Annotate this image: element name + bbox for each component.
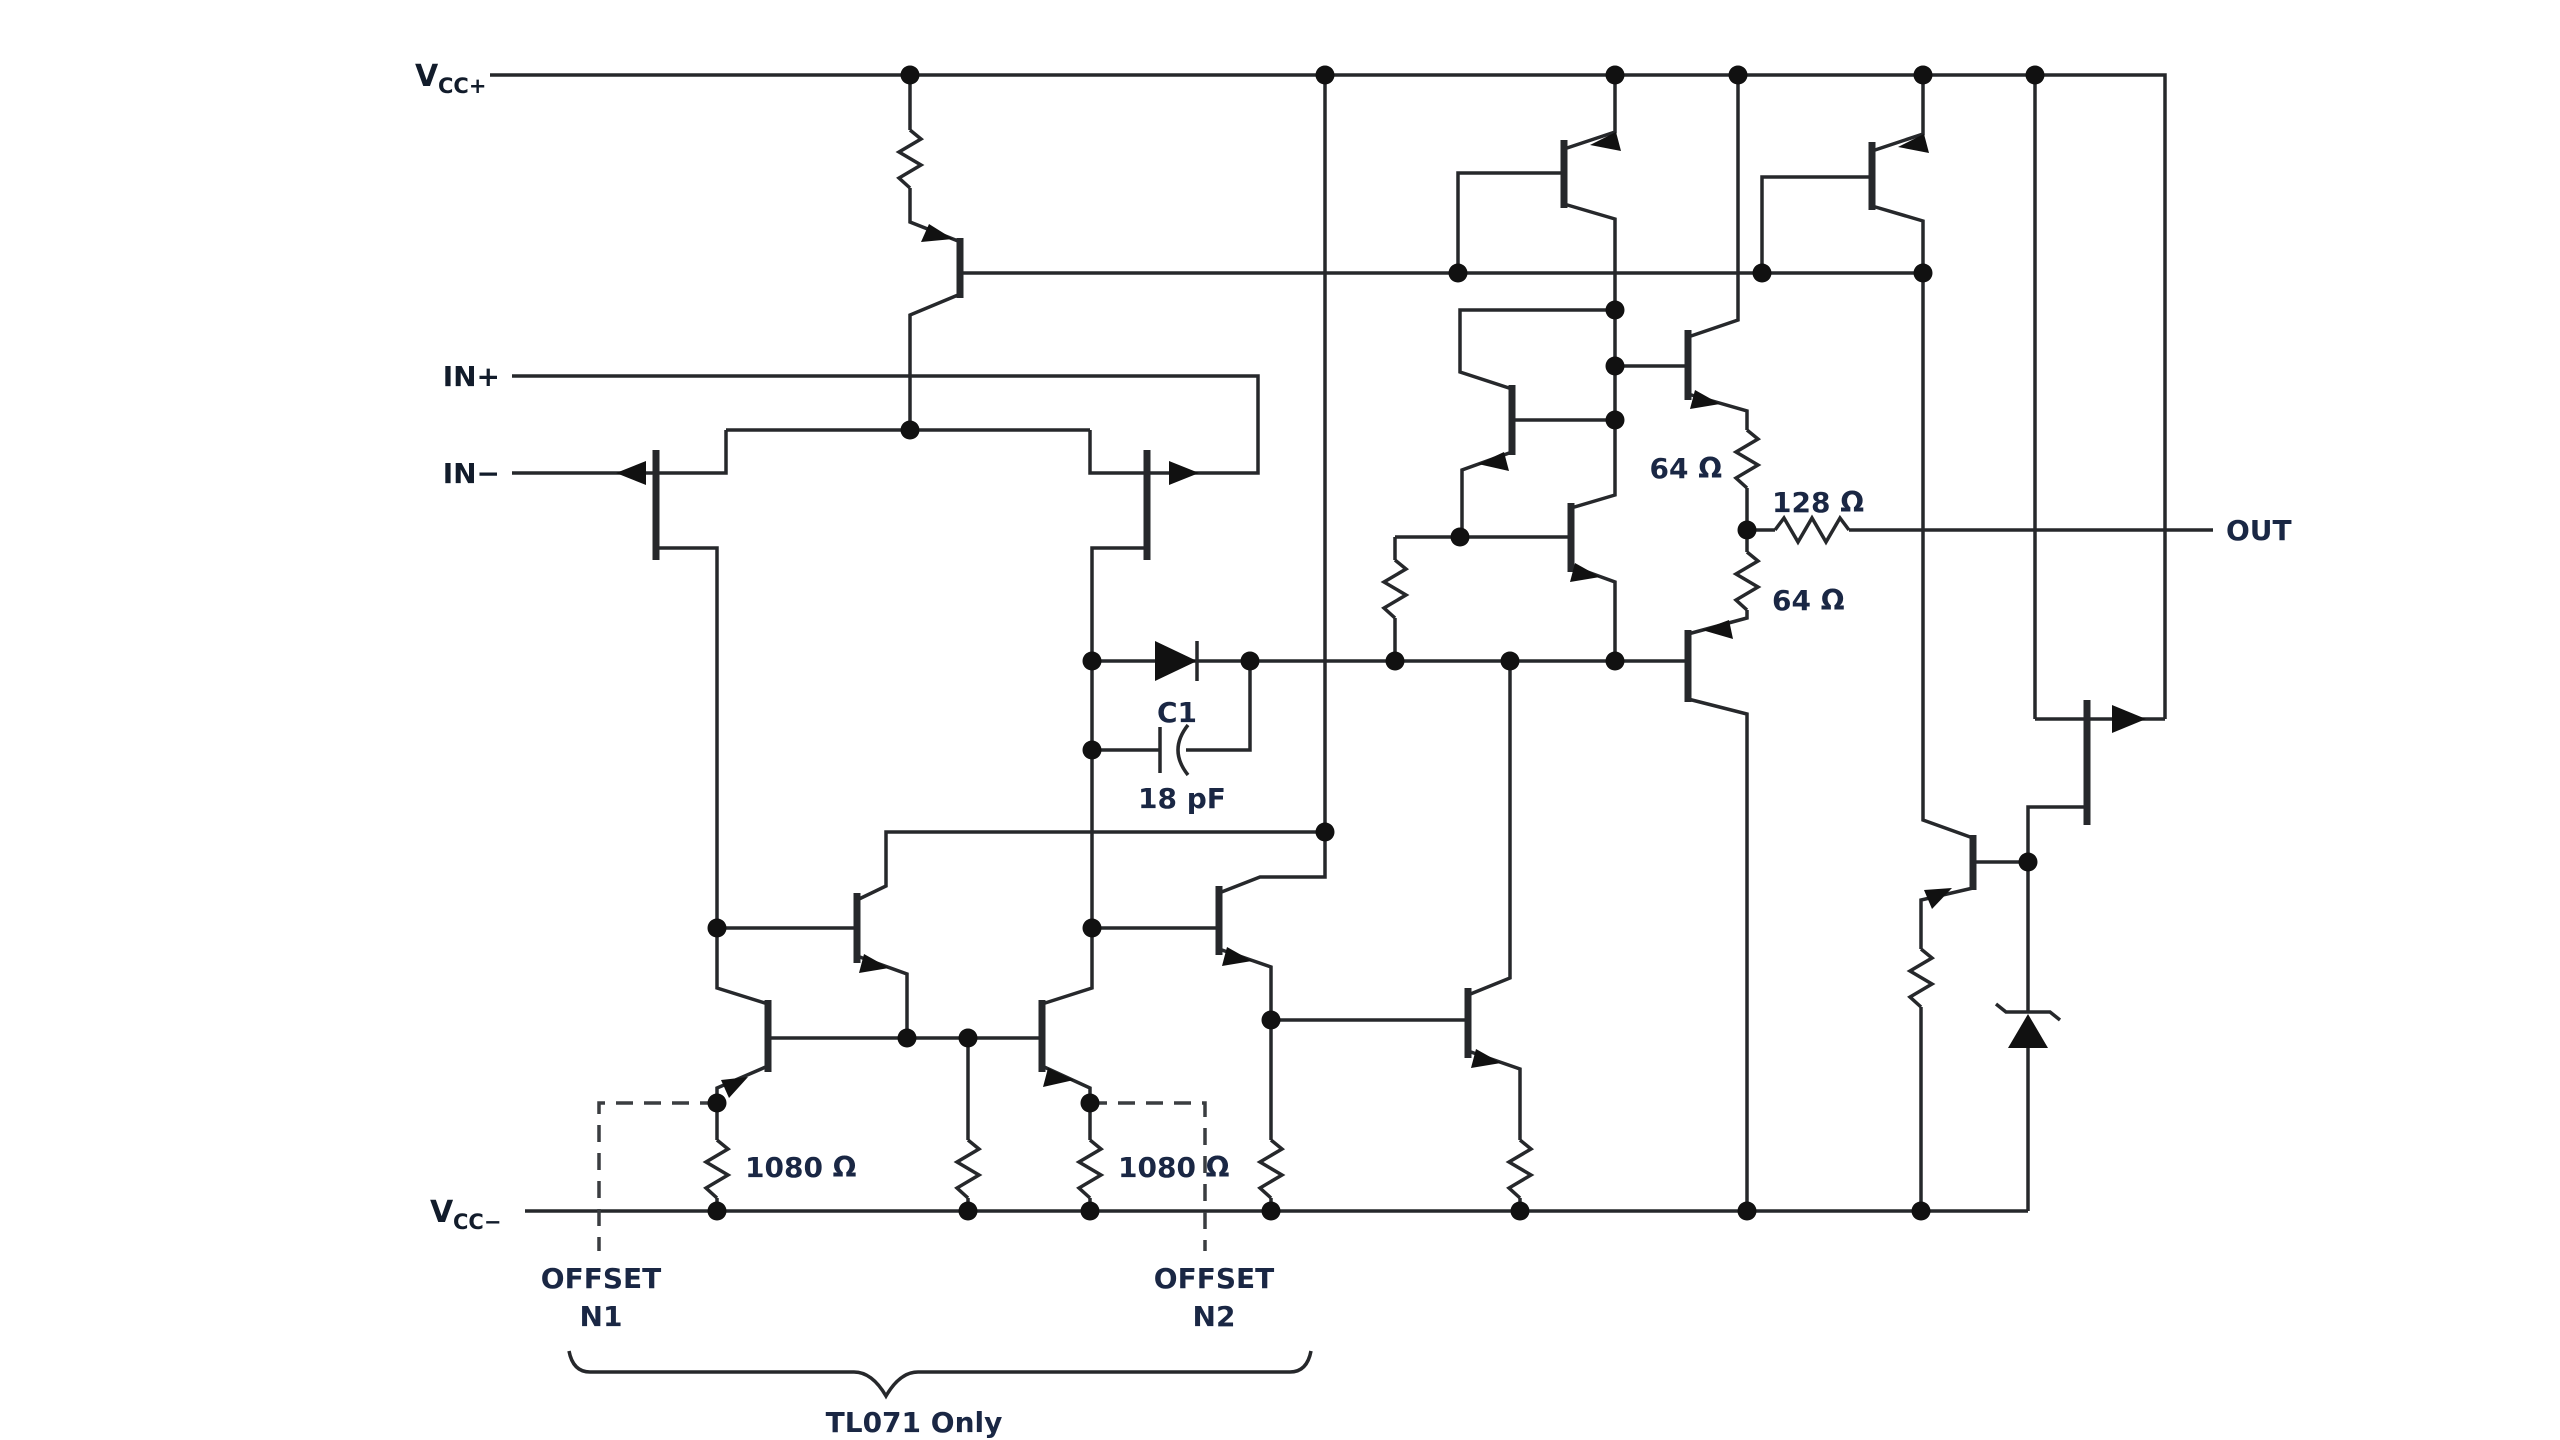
zener-diode-icon [2008,1014,2048,1048]
labels: V CC+ IN+ IN− OUT C1 18 pF 64 Ω 128 Ω 64… [415,59,2292,1439]
zener-diode-bar [1994,1002,2062,1022]
resistor-icon-bias [895,128,925,190]
vcc-minus-sub-label: CC− [453,1210,501,1234]
arrow-cascode-emitter [1478,452,1509,471]
arrow-bias-emitter [921,224,953,242]
arrow-pnp1-emitter [1590,132,1621,151]
tl071-only-label: TL071 Only [826,1406,1003,1439]
resistor-icon-1080-right [1075,1138,1105,1200]
resistor-icon-64-top [1732,428,1762,490]
vcc-minus-label: V [430,1195,454,1230]
out-label: OUT [2226,514,2292,547]
follower-collector-wire [856,830,1325,902]
bias-collector-wire [908,293,959,430]
jfet-source-wires [656,428,1147,475]
c1-wires [1092,661,1252,752]
right-drain-wire [1041,546,1147,1006]
arrow-protection-emitter [1924,888,1952,909]
arrow-output-bottom-emitter [1702,620,1733,639]
arrow-mirror-left-emitter [721,1077,748,1098]
arrow-right-gate [1169,461,1199,485]
offset-n2-dashed [1090,1101,1207,1251]
tl071-only-brace [567,1350,1313,1400]
protection-wires [1919,860,2028,1211]
bias-emitter-wire [908,75,959,243]
resistor-icon-128-series [1773,514,1851,546]
diode-icon [1155,641,1197,681]
arrowheads [616,132,2146,1098]
arrow-darlington-b-emitter [1471,1049,1501,1068]
resistor-icon-feedback [1380,558,1410,620]
output-top-wires [1615,75,1749,530]
offset-n1-pin-label: N1 [580,1300,623,1333]
circuit-wires [490,73,2213,1213]
in-plus-wire [512,374,1260,475]
pnp3-wires [1760,75,1974,840]
resistor-icon-sink-a [1256,1138,1286,1200]
darlington-a-wires [1092,832,1327,1211]
offset-n1-dashed [597,1101,717,1251]
arrow-jfet-cs-gate [2112,705,2146,733]
vcc-plus-sub-label: CC+ [438,74,486,98]
r1080-right-label: 1080 Ω [1118,1151,1230,1184]
zener-chain-wire [2026,805,2087,1211]
vcc-plus-label: V [415,59,439,94]
jfet-cs-gate-wires [2033,75,2165,721]
vcc-plus-rail [490,73,2167,719]
arrow-darlington-a-emitter [1222,947,1252,966]
c1-label: C1 [1157,696,1197,729]
arrow-left-gate [616,461,646,485]
in-plus-label: IN+ [443,360,500,393]
resistor-icon-64-bottom [1732,550,1762,612]
pnp1-wires [1456,75,1617,510]
capacitor-icon [1158,723,1190,777]
two-terminal-icons [1155,641,2062,1048]
resistor-icon-1080-left [702,1138,732,1200]
resistor-icon-protection [1906,947,1936,1009]
arrow-second-stage-emitter [1570,563,1600,582]
offset-null-dashed-wires [597,1101,1207,1251]
arrow-pnp3-emitter [1898,134,1929,153]
offset-n2-pin-label: N2 [1193,1300,1236,1333]
r1080-left-label: 1080 Ω [745,1151,857,1184]
resistor-icons [702,128,1936,1200]
darlington-b-wires [1271,661,1522,1211]
r64-top-label: 64 Ω [1649,452,1722,485]
c1-value-label: 18 pF [1138,782,1226,815]
resistor-icon-sink-b [1505,1138,1535,1200]
junction-dots [707,65,2045,1221]
r64-bottom-label: 64 Ω [1772,584,1845,617]
left-drain-wire [656,546,769,1006]
offset-n2-label: OFFSET [1154,1262,1274,1295]
arrow-output-top-emitter [1690,390,1720,409]
transistor-icons [652,140,2091,1072]
offset-n1-label: OFFSET [541,1262,661,1295]
in-minus-label: IN− [443,457,500,490]
resistor-icon-mirror-mid [953,1138,983,1200]
arrow-follower-emitter [859,954,889,973]
r128-label: 128 Ω [1772,486,1864,519]
follower-left-wires [717,926,909,1038]
arrow-mirror-right-emitter [1043,1068,1074,1087]
second-stage-base-wires [1393,535,1571,661]
